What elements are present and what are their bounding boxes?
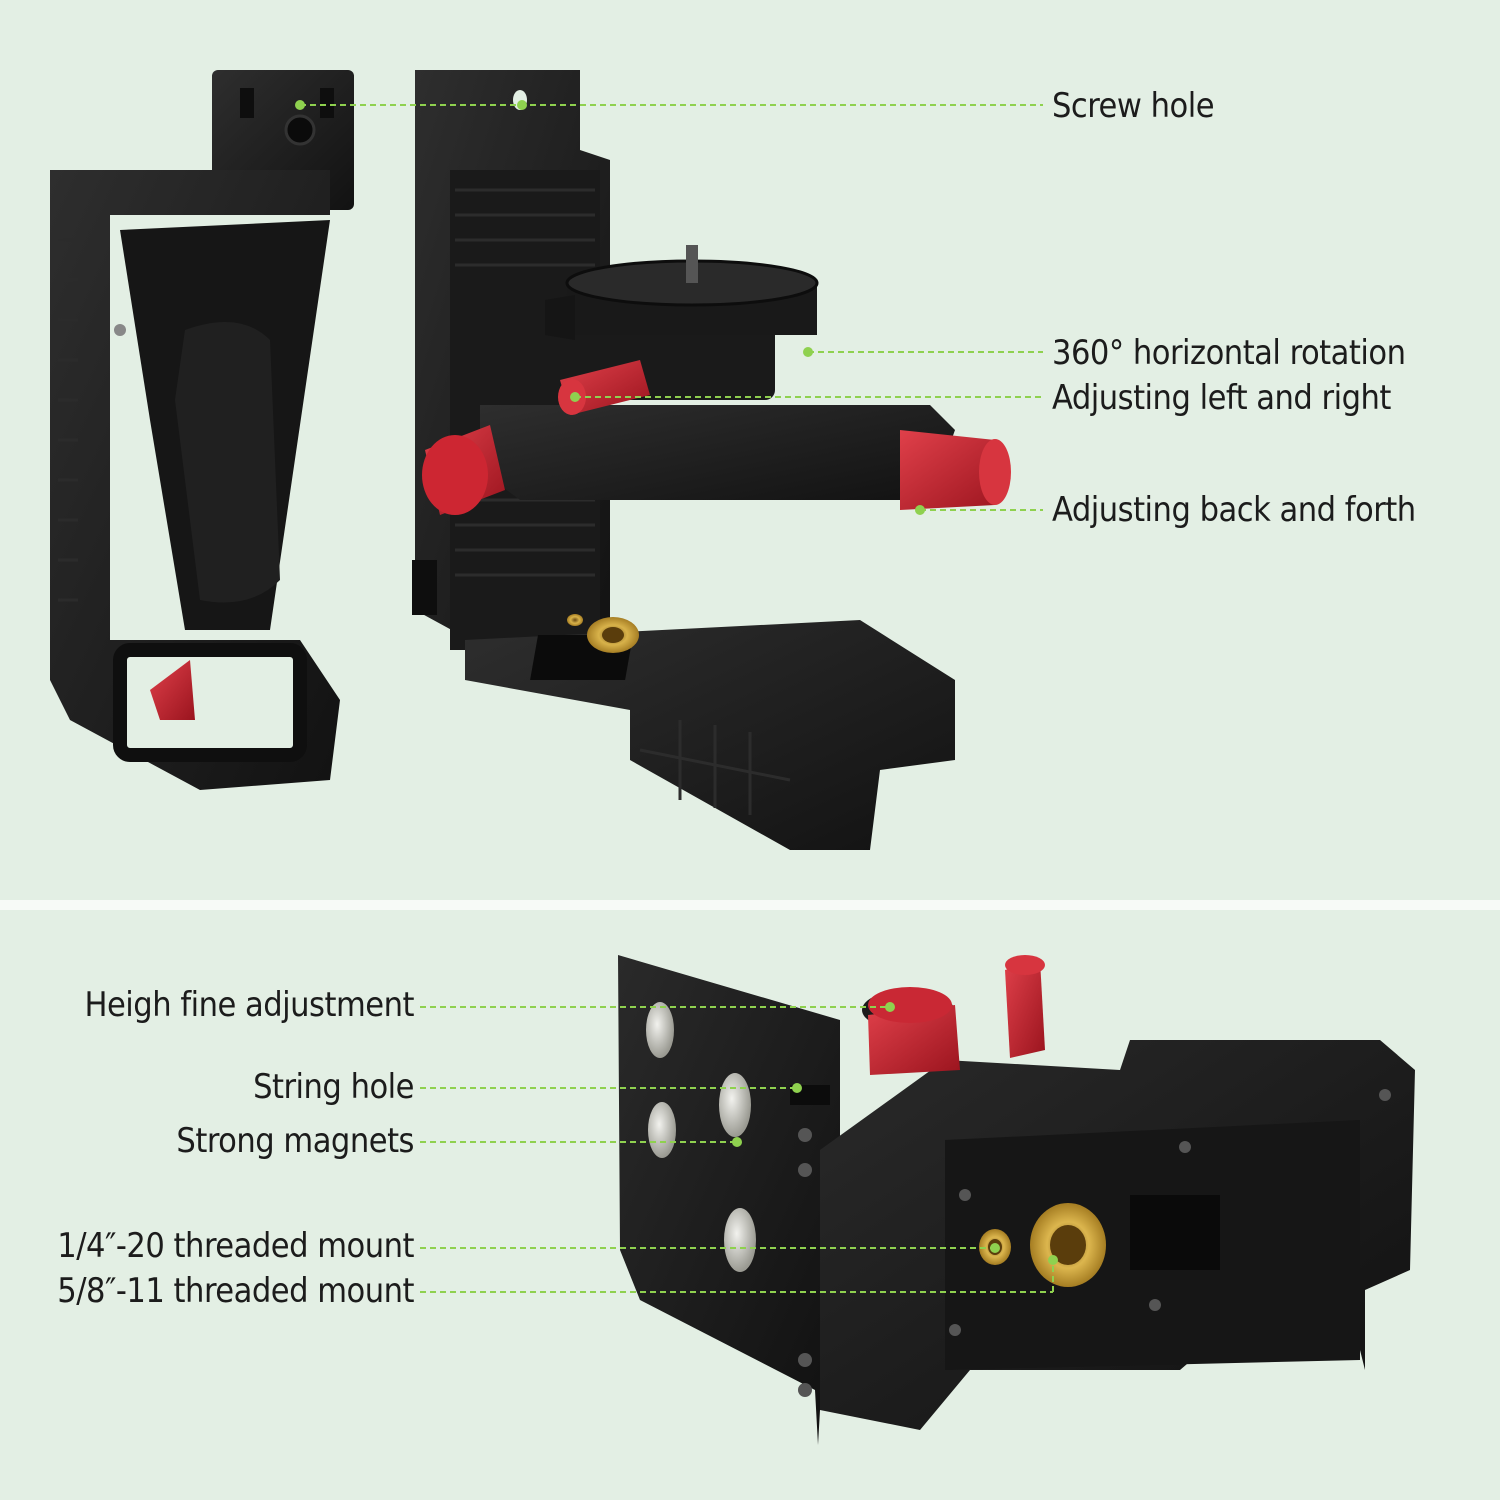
height-adjust-label: Heigh fine adjustment <box>84 985 414 1025</box>
top-leader-dots <box>295 100 925 515</box>
top-leader-lines <box>300 104 1043 511</box>
string-hole-label: String hole <box>253 1067 414 1107</box>
back-forth-label: Adjusting back and forth <box>1052 490 1416 530</box>
right-bracket-image <box>412 70 1011 850</box>
bottom-product-panel: Heigh fine adjustment String hole Strong… <box>0 910 1500 1500</box>
left-bracket-image <box>50 70 354 790</box>
quarter-mount-label: 1/4″-20 threaded mount <box>57 1226 414 1266</box>
magnets-label: Strong magnets <box>176 1121 414 1161</box>
bottom-leader-lines <box>420 1006 1054 1293</box>
screw-hole-label: Screw hole <box>1052 86 1215 126</box>
bottom-leader-dots <box>732 1002 1058 1265</box>
bracket-photo-bottom <box>420 955 1415 1445</box>
bracket-photos-top <box>50 70 1043 850</box>
fiveeighth-mount-label: 5/8″-11 threaded mount <box>57 1271 414 1311</box>
rotation-label: 360° horizontal rotation <box>1052 333 1406 373</box>
bottom-bracket-image <box>618 955 1415 1445</box>
panel-divider <box>0 900 1500 910</box>
top-product-panel: Screw hole 360° horizontal rotation Adju… <box>50 70 1416 850</box>
left-right-label: Adjusting left and right <box>1052 378 1391 418</box>
